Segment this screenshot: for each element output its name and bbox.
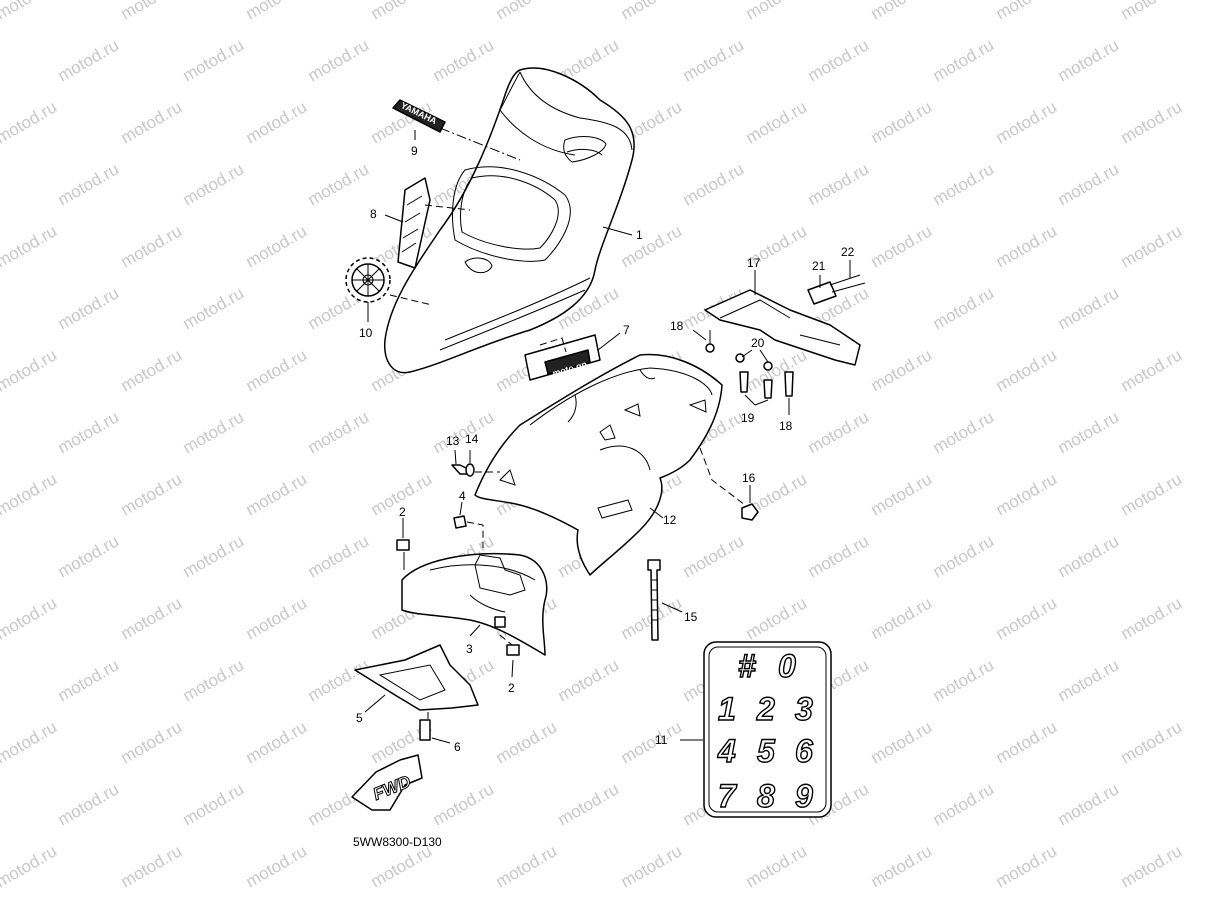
callout-7: 7	[623, 323, 630, 337]
callout-14: 14	[465, 432, 479, 446]
callout-15: 15	[684, 610, 698, 624]
bottom-plate	[354, 644, 479, 711]
leader-lines	[364, 127, 851, 744]
callout-22: 22	[841, 245, 855, 259]
rear-bracket	[704, 289, 861, 366]
callouts: 1 2 2 3 4 5 6 7 8 9 10 11 12 13 14 15 16…	[356, 144, 855, 754]
callout-5: 5	[356, 711, 363, 725]
callout-8: 8	[370, 207, 377, 221]
lower-cover	[401, 552, 548, 656]
drawing-code: 5WW8300-D130	[353, 835, 442, 849]
callout-1: 1	[636, 228, 643, 242]
plate-char: 4	[717, 733, 736, 769]
callout-18: 18	[670, 319, 684, 333]
plate-char: #	[738, 648, 756, 684]
callout-18: 18	[779, 419, 793, 433]
callout-12: 12	[663, 513, 677, 527]
wheel-emblem	[345, 257, 391, 303]
plate-char: 6	[795, 733, 813, 769]
number-plate-sheet: # 0 1 2 3 4 5 6 7 8 9	[703, 641, 832, 818]
moto-gp-decal: moto gp	[524, 334, 601, 381]
plate-char: 2	[756, 691, 775, 727]
callout-4: 4	[459, 489, 466, 503]
fwd-arrow: FWD	[351, 754, 423, 811]
plate-char: 1	[718, 691, 736, 727]
callout-2: 2	[508, 681, 515, 695]
inner-panel	[474, 353, 723, 576]
callout-19: 19	[741, 411, 755, 425]
front-cowl	[384, 67, 635, 374]
callout-10: 10	[359, 326, 373, 340]
callout-16: 16	[742, 471, 756, 485]
plate-char: 9	[795, 778, 813, 814]
callout-9: 9	[411, 144, 418, 158]
plate-char: 3	[795, 691, 813, 727]
callout-6: 6	[454, 740, 461, 754]
callout-3: 3	[466, 642, 473, 656]
callout-17: 17	[747, 256, 761, 270]
callout-2: 2	[399, 505, 406, 519]
callout-21: 21	[812, 259, 826, 273]
yamaha-decal: YAMAHA	[392, 99, 446, 133]
cable-tie	[647, 559, 661, 641]
plate-char: 0	[778, 648, 796, 684]
side-decal	[397, 177, 431, 269]
plate-char: 8	[757, 778, 775, 814]
bolt-clip	[807, 274, 866, 305]
fasteners	[396, 330, 794, 741]
plate-char: 7	[718, 778, 738, 814]
callout-11: 11	[655, 733, 668, 747]
plate-char: 5	[757, 733, 776, 769]
callout-20: 20	[751, 336, 765, 350]
callout-13: 13	[446, 434, 460, 448]
